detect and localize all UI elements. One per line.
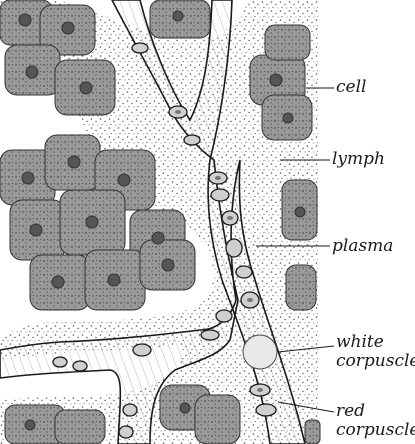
label-red-corpuscle: red corpuscle (336, 402, 415, 440)
label-lymph: lymph (332, 150, 385, 169)
label-white-line1: white (336, 333, 415, 352)
label-plasma: plasma (332, 237, 393, 256)
label-white-corpuscle: white corpuscle (336, 333, 415, 371)
label-cell: cell (336, 78, 366, 97)
white-corpuscle (243, 335, 277, 369)
label-red-line1: red (336, 402, 415, 421)
label-white-line2: corpuscle (336, 352, 415, 371)
cell-cluster-top-center (150, 0, 210, 38)
label-red-line2: corpuscle (336, 421, 415, 440)
